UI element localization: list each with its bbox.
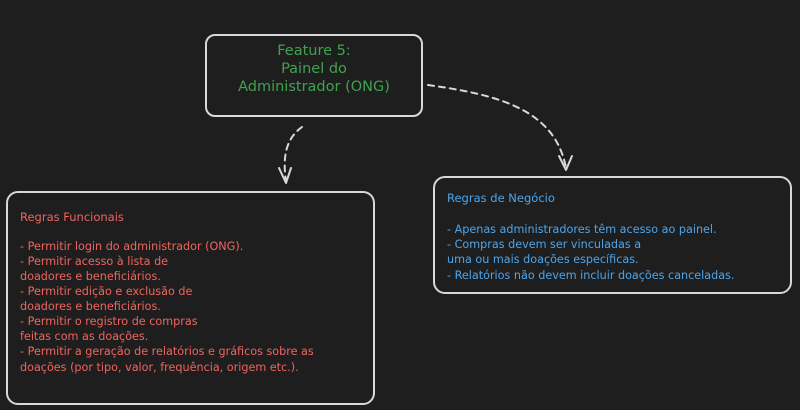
functional-rule-line: feitas com as doações.: [20, 330, 149, 343]
business-rule-line: - Compras devem ser vinculadas a: [447, 238, 642, 251]
functional-rule-line: doadores e beneficiários.: [20, 270, 161, 283]
arrowhead-business-rules: [558, 155, 573, 171]
business-rules-node[interactable]: Regras de Negócio - Apenas administrador…: [433, 176, 792, 294]
feature-title: Feature 5: Painel do Administrador (ONG): [207, 42, 421, 96]
feature-title-line: Painel do: [281, 61, 347, 77]
functional-rule-line: doadores e beneficiários.: [20, 300, 161, 313]
arrowhead-functional-rules: [278, 167, 292, 184]
feature-title-line: Feature 5:: [277, 43, 351, 59]
functional-rule-line: - Permitir acesso à lista de: [20, 255, 169, 268]
feature-title-line: Administrador (ONG): [238, 79, 390, 95]
business-rule-line: - Relatórios não devem incluir doações c…: [447, 269, 735, 282]
functional-rule-line: - Permitir o registro de compras: [20, 315, 198, 328]
functional-rules-node[interactable]: Regras Funcionais - Permitir login do ad…: [6, 191, 375, 405]
arrow-to-functional-rules: [283, 126, 303, 183]
functional-rule-line: - Permitir a geração de relatórios e grá…: [20, 345, 314, 358]
functional-rule-line: - Permitir login do administrador (ONG).: [20, 240, 244, 253]
functional-rules-title: Regras Funcionais: [20, 210, 124, 224]
feature-node[interactable]: Feature 5: Painel do Administrador (ONG): [205, 34, 423, 117]
business-rules-title: Regras de Negócio: [447, 191, 555, 205]
arrow-to-business-rules: [427, 84, 567, 169]
business-rule-line: - Apenas administradores têm acesso ao p…: [447, 223, 717, 236]
functional-rule-line: - Permitir edição e exclusão de: [20, 285, 193, 298]
functional-rule-line: doações (por tipo, valor, frequência, or…: [20, 361, 299, 374]
business-rule-line: uma ou mais doações específicas.: [447, 253, 639, 266]
